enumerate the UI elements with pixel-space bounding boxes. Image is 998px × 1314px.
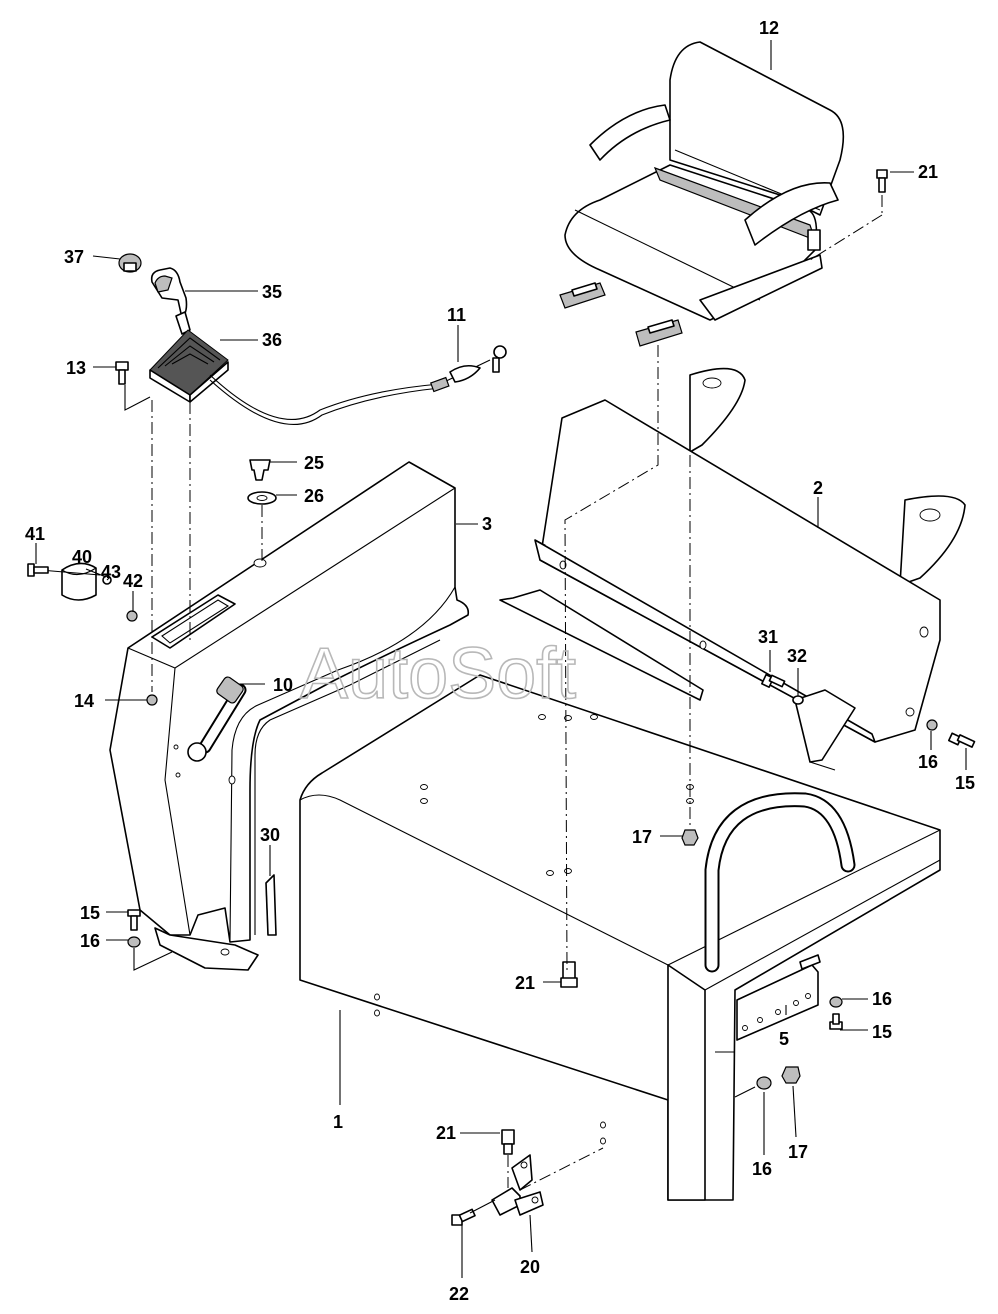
callout-20: 20 (520, 1257, 540, 1277)
leader-lines (35, 40, 967, 1278)
callout-31: 31 (758, 627, 778, 647)
callout-3: 3 (482, 514, 492, 534)
callout-16-side: 16 (872, 989, 892, 1009)
alignment-lines (151, 195, 883, 1191)
callout-30: 30 (260, 825, 280, 845)
callout-40: 40 (72, 547, 92, 567)
cover-40 (39, 562, 101, 601)
callout-21-mid: 21 (515, 973, 535, 993)
callout-labels: 1 2 3 5 10 11 12 13 14 15 15 15 16 16 16… (25, 18, 975, 1304)
inner-bracket (499, 589, 856, 771)
seat-support (534, 367, 966, 743)
callout-26: 26 (304, 486, 324, 506)
base-box (299, 674, 941, 1201)
callout-13: 13 (66, 358, 86, 378)
grab-handle (704, 792, 856, 973)
seat-12 (564, 41, 845, 321)
plate-5 (736, 954, 821, 1041)
callout-14: 14 (74, 691, 94, 711)
callout-15-left: 15 (80, 903, 100, 923)
callout-12: 12 (759, 18, 779, 38)
callout-25: 25 (304, 453, 324, 473)
callout-37: 37 (64, 247, 84, 267)
callout-22: 22 (449, 1284, 469, 1304)
callout-10: 10 (273, 675, 293, 695)
joystick-assembly (149, 267, 229, 403)
callout-15-right: 15 (955, 773, 975, 793)
callout-1: 1 (333, 1112, 343, 1132)
callout-2: 2 (813, 478, 823, 498)
callout-17-mid: 17 (632, 827, 652, 847)
callout-42: 42 (123, 571, 143, 591)
callout-41: 41 (25, 524, 45, 544)
callout-5: 5 (779, 1029, 789, 1049)
callout-16-right: 16 (918, 752, 938, 772)
seat-rails (559, 282, 683, 347)
callout-17-bottom: 17 (788, 1142, 808, 1162)
cable-11 (209, 345, 507, 425)
lever-10 (187, 676, 247, 762)
callout-43: 43 (101, 562, 121, 582)
clamp-20 (491, 1154, 544, 1216)
callout-16-left: 16 (80, 931, 100, 951)
callout-36: 36 (262, 330, 282, 350)
callout-21-top: 21 (918, 162, 938, 182)
callout-32: 32 (787, 646, 807, 666)
callout-16-bottom: 16 (752, 1159, 772, 1179)
callout-11: 11 (447, 305, 466, 325)
knob-37 (118, 253, 142, 273)
console-body (109, 461, 470, 971)
callout-15-side: 15 (872, 1022, 892, 1042)
strip-30 (265, 874, 277, 936)
callout-35: 35 (262, 282, 282, 302)
watermark: AutoSoft (300, 634, 576, 714)
callout-21-bottom: 21 (436, 1123, 456, 1143)
